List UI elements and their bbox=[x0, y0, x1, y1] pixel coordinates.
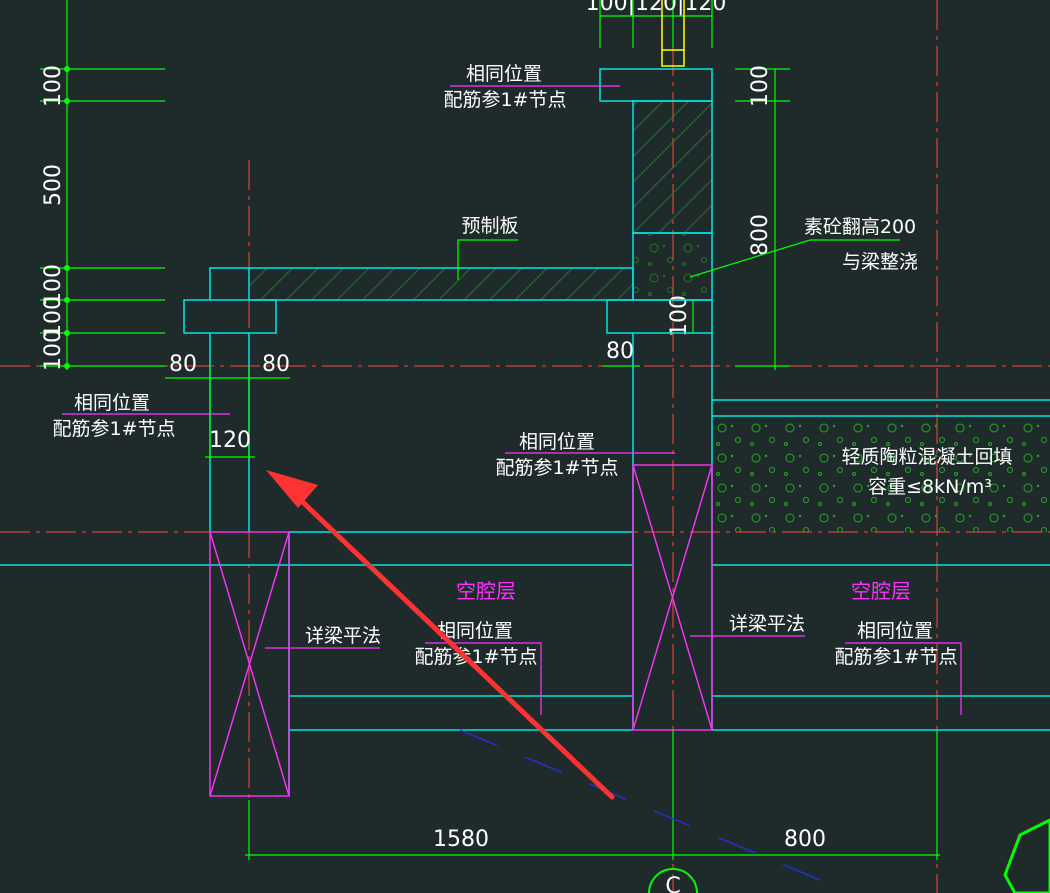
label-rebar-b2: 配筋参1#节点 bbox=[834, 646, 957, 668]
dim-mid-80: 80 bbox=[262, 352, 290, 377]
label-same-pos-mid: 相同位置 bbox=[519, 431, 595, 453]
label-beam-ref-b: 详梁平法 bbox=[729, 613, 805, 635]
label-same-pos-b1: 相同位置 bbox=[437, 620, 513, 642]
green-leaders bbox=[457, 239, 900, 280]
label-light-fill-b: 容重≤8kN/m³ bbox=[868, 476, 992, 498]
axis-bubble bbox=[648, 868, 698, 893]
label-plain-conc-a: 素砼翻高200 bbox=[804, 216, 916, 238]
dim-top: 100|120|120 bbox=[586, 0, 727, 16]
dim-right-80: 80 bbox=[606, 339, 634, 364]
dim-right-100: 100 bbox=[748, 65, 773, 107]
label-cavity-b: 空腔层 bbox=[851, 579, 911, 603]
left-dim-ticks bbox=[64, 66, 70, 369]
label-rebar-b1: 配筋参1#节点 bbox=[414, 646, 537, 668]
label-same-pos-b2: 相同位置 bbox=[857, 620, 933, 642]
label-cavity-a: 空腔层 bbox=[456, 579, 516, 603]
small-dims bbox=[165, 365, 940, 860]
dim-col-120: 120 bbox=[209, 428, 251, 453]
red-arrow bbox=[266, 470, 615, 800]
label-light-fill-a: 轻质陶粒混凝土回填 bbox=[841, 446, 1012, 468]
dim-left-100a: 100 bbox=[41, 65, 66, 107]
label-plain-conc-b: 与梁整浇 bbox=[842, 251, 918, 273]
dim-left-80: 80 bbox=[169, 352, 197, 377]
label-rebar-top: 配筋参1#节点 bbox=[443, 89, 566, 111]
corner-symbol bbox=[1003, 818, 1050, 893]
label-same-pos-top: 相同位置 bbox=[466, 63, 542, 85]
dim-bottom-800: 800 bbox=[784, 827, 826, 852]
dim-mid-100: 100 bbox=[667, 295, 692, 337]
right-dim-chain bbox=[692, 68, 790, 370]
axis-label: C bbox=[665, 874, 680, 893]
plain-concrete-fill bbox=[633, 233, 712, 300]
dim-left-100d: 100 bbox=[41, 329, 66, 371]
dim-right-800: 800 bbox=[748, 214, 773, 256]
label-rebar-left: 配筋参1#节点 bbox=[52, 418, 175, 440]
blue-dashed-line bbox=[459, 729, 821, 881]
label-rebar-mid: 配筋参1#节点 bbox=[495, 457, 618, 479]
dim-left-100b: 100 bbox=[41, 264, 66, 306]
dim-left-100c: 100 bbox=[41, 296, 66, 338]
left-dim-chain bbox=[40, 0, 165, 370]
top-dim bbox=[599, 0, 713, 48]
leader-lines bbox=[62, 85, 962, 715]
label-precast: 预制板 bbox=[461, 215, 518, 237]
dim-bottom-1580: 1580 bbox=[433, 827, 489, 852]
dim-left-500: 500 bbox=[41, 164, 66, 206]
label-same-pos-left: 相同位置 bbox=[74, 392, 150, 414]
label-beam-ref-a: 详梁平法 bbox=[305, 625, 381, 647]
column-rebar-mark bbox=[661, 49, 685, 67]
